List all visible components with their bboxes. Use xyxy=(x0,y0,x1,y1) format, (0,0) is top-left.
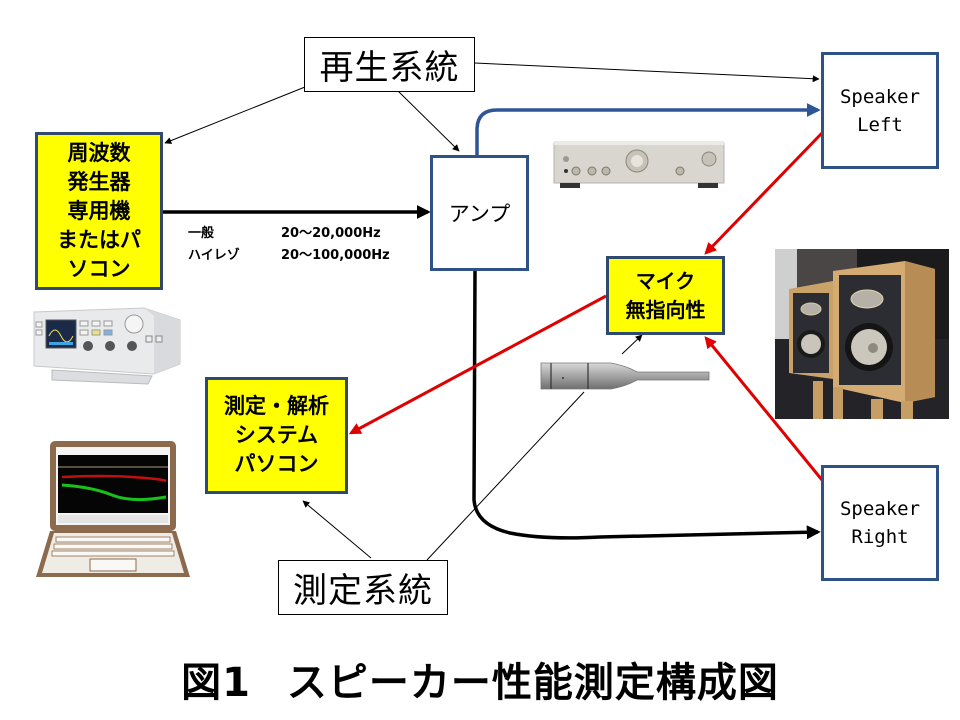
measurement-system-label: 測定系統 xyxy=(278,560,448,615)
playback-to-amp-arrow xyxy=(397,90,460,152)
speaker-left-node: Speaker Left xyxy=(821,52,939,169)
analysis-pc-node: 測定・解析 システム パソコン xyxy=(205,377,348,494)
figure-number: 図1 xyxy=(181,660,251,706)
node-text-line: Left xyxy=(857,113,903,136)
speakers-photo xyxy=(775,249,949,419)
node-text-line: Speaker xyxy=(839,85,921,108)
speaker-right-node: Speaker Right xyxy=(821,465,939,581)
function-generator-photo xyxy=(33,307,181,385)
figure-caption: 図1 スピーカー性能測定構成図 xyxy=(0,650,960,708)
node-text-line: 測定・解析 xyxy=(224,394,329,418)
laptop-illustration xyxy=(36,441,190,577)
freq-range-value: 20～20,000Hz xyxy=(281,226,381,241)
amplifier-photo xyxy=(553,141,725,188)
speaker-right-to-mic-sound xyxy=(704,336,824,481)
playback-system-label: 再生系統 xyxy=(304,37,475,92)
playback-system-label-text: 再生系統 xyxy=(319,48,460,88)
node-text-line: マイク xyxy=(635,268,696,293)
signal-generator-node: 周波数 発生器 専用機 またはパ ソコン xyxy=(35,132,163,290)
measure-to-mic-pointer xyxy=(426,391,585,561)
amp-to-speaker-left-cable xyxy=(475,103,821,155)
node-text-line: システム xyxy=(234,423,319,447)
mic-to-analysis-signal xyxy=(348,294,607,435)
node-text-line: 周波数 xyxy=(67,140,131,165)
playback-to-siggen-arrow xyxy=(164,86,306,144)
measure-to-analysis-arrow xyxy=(302,500,372,559)
microphone-node: マイク 無指向性 xyxy=(606,256,725,335)
node-text-line: またはパ xyxy=(57,227,141,252)
amp-to-speaker-right-cable xyxy=(472,270,821,540)
node-text-line: 専用機 xyxy=(67,198,131,223)
node-text-line: パソコン xyxy=(234,452,319,476)
playback-to-speaker-left-arrow xyxy=(474,62,820,83)
node-text-line: 発生器 xyxy=(67,169,131,194)
freq-range-label: ハイレゾ xyxy=(188,248,240,263)
mic-photo-to-mic-arrow xyxy=(621,334,643,355)
freq-range-label: 一般 xyxy=(188,226,215,241)
freq-range-value: 20～100,000Hz xyxy=(281,248,390,263)
measurement-microphone-photo xyxy=(540,362,710,390)
amplifier-node: アンプ xyxy=(430,155,529,271)
speaker-left-to-mic-sound xyxy=(704,131,824,255)
amplifier-node-text: アンプ xyxy=(448,202,511,226)
measurement-system-label-text: 測定系統 xyxy=(293,571,433,611)
figure-title: スピーカー性能測定構成図 xyxy=(286,660,779,706)
node-text-line: Right xyxy=(851,526,909,548)
node-text-line: 無指向性 xyxy=(625,297,706,322)
node-text-line: ソコン xyxy=(67,256,131,281)
node-text-line: Speaker xyxy=(839,498,921,520)
